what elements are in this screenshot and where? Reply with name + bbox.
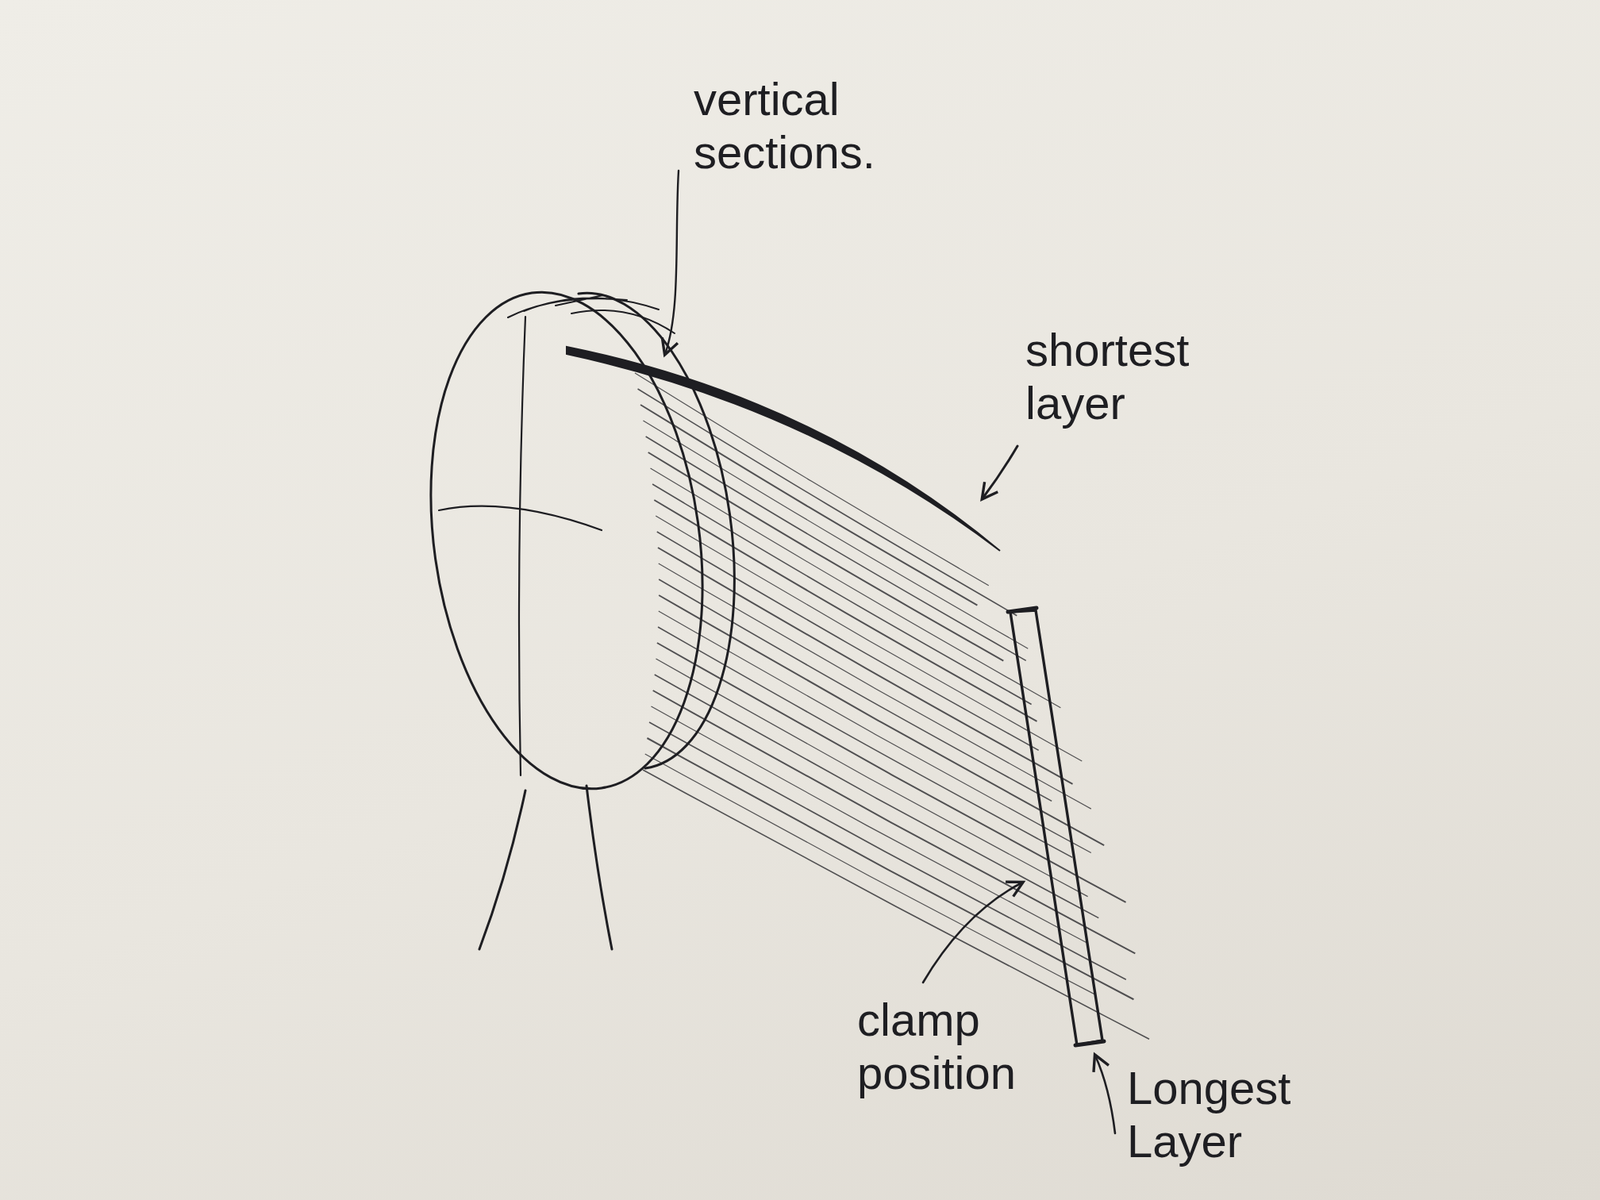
clamp-end xyxy=(1007,607,1104,1046)
hair-strand xyxy=(657,626,1073,858)
hair-strand xyxy=(634,373,989,586)
neck-line xyxy=(479,790,526,950)
hair-strand xyxy=(657,642,1127,903)
annotation-label: vertical sections. xyxy=(693,73,956,179)
hair-strand xyxy=(657,531,1039,750)
annotation-text: Longest Layer xyxy=(1126,1061,1389,1168)
hair-strand xyxy=(650,468,1062,708)
annotation-text: vertical sections. xyxy=(693,73,956,179)
hair-strand xyxy=(658,563,1092,809)
hair-strand xyxy=(658,611,1092,854)
hair-strand xyxy=(646,436,1027,661)
shortest-strand xyxy=(566,346,1000,551)
leader-line xyxy=(665,170,679,354)
hair-strand xyxy=(649,722,1127,980)
hair-strand xyxy=(658,595,1104,846)
hair-strand xyxy=(645,753,1097,996)
annotation-label: shortest layer xyxy=(1025,323,1264,430)
leader-arrow xyxy=(982,446,1018,499)
hair-strand xyxy=(654,674,1100,919)
hair-edge xyxy=(578,276,764,769)
annotation-label: Longest Layer xyxy=(1126,1061,1389,1168)
leader-arrow xyxy=(1095,1055,1116,1134)
leader-arrow xyxy=(923,882,1023,983)
annotation-text: clamp position xyxy=(857,993,1096,1100)
neck-line xyxy=(586,785,612,950)
face-guide xyxy=(438,506,602,531)
hair-strand xyxy=(653,690,1136,954)
hair-strand xyxy=(655,515,1082,762)
annotation-label: clamp position xyxy=(857,993,1096,1100)
face-guide xyxy=(519,316,526,776)
clamp xyxy=(1010,610,1103,1046)
annotation-text: shortest layer xyxy=(1025,323,1264,430)
hair-scribble xyxy=(507,295,675,334)
hair-strand xyxy=(657,547,1074,785)
hair-strand xyxy=(652,484,1032,704)
hair-strand xyxy=(650,706,1088,943)
